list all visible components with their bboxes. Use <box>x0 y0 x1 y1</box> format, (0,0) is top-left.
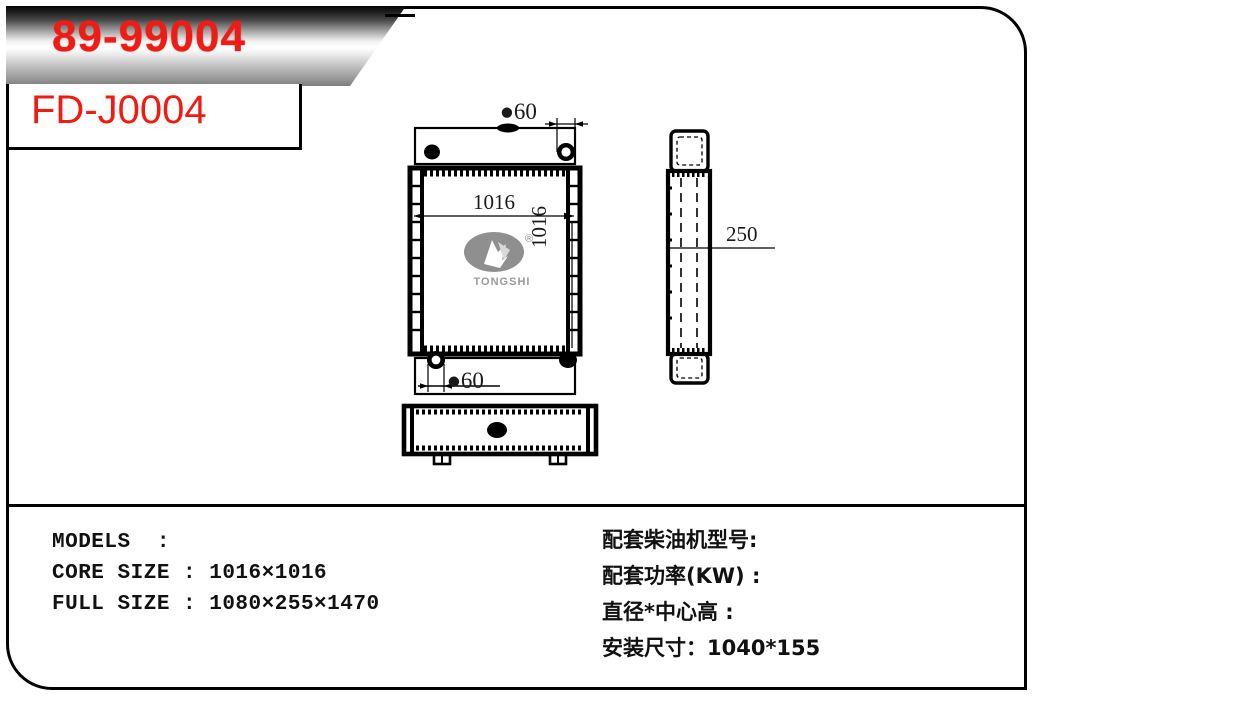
spec-right-block: 配套柴油机型号: 配套功率(KW) : 直径*中心高 : 安装尺寸：1040*1… <box>602 522 820 666</box>
spec-left-block: MODELS : CORE SIZE : 1016×1016 FULL SIZE… <box>52 527 380 620</box>
spec-core-size: CORE SIZE : 1016×1016 <box>52 562 328 585</box>
banner-connector-line <box>385 14 415 17</box>
spec-full-size: FULL SIZE : 1080×255×1470 <box>52 593 380 616</box>
sheet-divider-line <box>9 504 1027 507</box>
banner-plate: 89-99004 <box>6 6 406 86</box>
spec-power-kw: 配套功率(KW) : <box>602 564 761 588</box>
dimension-bottom-inlet: ●60 <box>446 367 484 394</box>
dimension-core-width: 1016 <box>473 190 515 214</box>
secondary-part-number: FD-J0004 <box>31 88 207 132</box>
watermark-brand-text: TONGSHI <box>473 276 531 288</box>
spec-engine-model: 配套柴油机型号: <box>602 528 758 552</box>
dimension-top-inlet: ●60 <box>499 98 537 125</box>
spec-mounting-size: 安装尺寸：1040*155 <box>602 636 821 660</box>
part-number-banner: 89-99004 <box>6 6 406 86</box>
secondary-part-number-box: FD-J0004 <box>6 84 302 150</box>
watermark-logo: TONGSHI <box>462 232 542 294</box>
spec-diameter-center-height: 直径*中心高 : <box>602 600 734 624</box>
dimension-depth: 250 <box>726 222 758 246</box>
spec-models: MODELS : <box>52 531 170 554</box>
banner-part-number: 89-99004 <box>52 12 246 61</box>
banner-gradient <box>6 6 406 86</box>
